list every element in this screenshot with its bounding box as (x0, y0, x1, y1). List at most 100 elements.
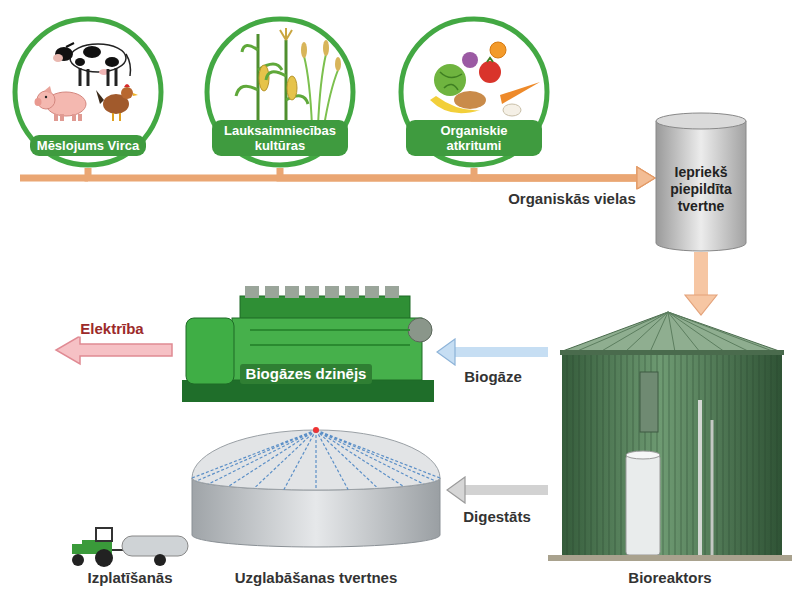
bioreactor: Bioreaktors (548, 315, 792, 590)
node-label: Lauksaimniecības kultūras (212, 120, 348, 156)
node-label: Organiskie atkritumi (406, 120, 542, 156)
engine-picture-part (365, 286, 379, 298)
food-waste-picture-part (440, 72, 462, 90)
livestock-picture (35, 43, 139, 121)
source-circle: Lauksaimniecības kultūras (204, 16, 356, 168)
bioreactor-picture (548, 312, 792, 561)
livestock-picture-part (79, 68, 82, 86)
circle-border (15, 19, 161, 165)
tractor-picture-part (154, 554, 166, 566)
flow-arrow (465, 485, 548, 495)
crops-picture-part (324, 70, 338, 126)
crops-picture-part (318, 54, 326, 126)
source-circle: Organiskie atkritumi (398, 16, 550, 168)
engine-picture-part (265, 286, 279, 298)
engine-picture-part (385, 286, 399, 298)
livestock-picture-part (107, 69, 110, 86)
flow-label: Organiskās vielas (506, 190, 638, 207)
livestock-picture-part (96, 90, 104, 104)
circle-ground-part (207, 19, 353, 165)
node-label: Mēslojums Virca (30, 135, 146, 156)
flow-arrow (280, 168, 637, 178)
feed-bar-part (20, 175, 88, 182)
livestock-picture-part (124, 84, 130, 87)
feed-tank: Iepriekš piepildīta tvertne (655, 112, 747, 252)
node-label: Izplatīšanās (87, 569, 172, 586)
engine-picture-part (285, 286, 299, 298)
food-waste-picture-part (490, 42, 506, 58)
electricity-arrow (56, 336, 172, 364)
livestock-picture-part (44, 86, 52, 94)
engine-picture-part (305, 286, 319, 298)
crops-picture-part (304, 56, 312, 126)
food-waste-picture-part (487, 58, 493, 62)
livestock-picture-part (45, 96, 47, 98)
crops-picture-part (236, 86, 258, 96)
livestock-picture-part (87, 69, 90, 86)
flow-label: Digestāts (461, 508, 533, 525)
spreading-tractor: Izplatīšanās (60, 525, 200, 590)
bioreactor-picture-part (560, 350, 784, 355)
flow-arrow (694, 252, 708, 295)
livestock-picture-part (60, 114, 64, 121)
storage-tank: Uzglabāšanas tvertnes (185, 418, 447, 590)
food-waste-picture-part (503, 104, 521, 116)
engine-picture-part (408, 318, 432, 342)
livestock-picture-part (70, 44, 126, 72)
livestock-picture-part (54, 114, 58, 121)
engine-picture-part (250, 330, 410, 345)
food-waste-picture-part (462, 52, 478, 68)
food-waste-picture-part (434, 64, 466, 96)
tractor-picture-part (122, 536, 188, 556)
flow-arrow (455, 347, 548, 357)
food-waste-picture (430, 42, 540, 116)
livestock-picture-part (115, 68, 118, 86)
engine-picture-part (240, 296, 410, 320)
node-label: Iepriekš piepildīta tvertne (659, 164, 743, 215)
crops-picture (236, 28, 341, 126)
storage-tank-picture (192, 427, 440, 547)
livestock-picture-part (78, 114, 82, 121)
tractor-picture-part (96, 528, 112, 541)
bioreactor-picture-part (560, 312, 782, 352)
crops-picture-part (301, 42, 307, 58)
livestock-picture-part (119, 113, 121, 121)
crops-picture-part (287, 76, 297, 100)
livestock-picture-part (133, 93, 138, 96)
tractor-picture-part (95, 549, 113, 567)
node-label: Uzglabāšanas tvertnes (235, 569, 398, 586)
bioreactor-picture-part (698, 400, 702, 555)
bioreactor-picture-part (562, 352, 782, 555)
flow-arrow (88, 168, 637, 178)
engine-picture-part (345, 286, 359, 298)
crops-picture-part (280, 28, 292, 40)
bioreactor-picture-part (562, 352, 782, 555)
bioreactor-picture-part (711, 420, 714, 555)
biogas-engine: Biogāzes dzinējs (175, 282, 437, 412)
electricity-arrow-part (56, 336, 172, 364)
circle-ground (15, 19, 547, 165)
flow-arrow (474, 168, 637, 178)
bioreactor-picture-part (626, 455, 660, 555)
tank-body (656, 121, 746, 251)
food-waste-picture-part (430, 96, 480, 113)
livestock-picture-part (121, 87, 133, 99)
circle-border (207, 19, 353, 165)
engine-picture-part (245, 286, 259, 298)
storage-tank-picture-part (192, 430, 440, 490)
tank-lid (656, 113, 746, 129)
storage-tank-picture-part (313, 427, 319, 433)
crops-picture-part (323, 40, 329, 56)
circle-border (401, 19, 547, 165)
livestock-picture-part (112, 113, 114, 121)
livestock-picture-part (126, 54, 131, 76)
food-waste-picture-part (479, 61, 501, 83)
livestock-picture-part (105, 57, 119, 67)
livestock-picture-part (75, 58, 85, 66)
crops-picture-part (335, 57, 341, 71)
node-label: Biogāzes dzinējs (240, 364, 373, 384)
crops-picture-part (266, 72, 286, 80)
livestock-picture-part (35, 98, 42, 106)
